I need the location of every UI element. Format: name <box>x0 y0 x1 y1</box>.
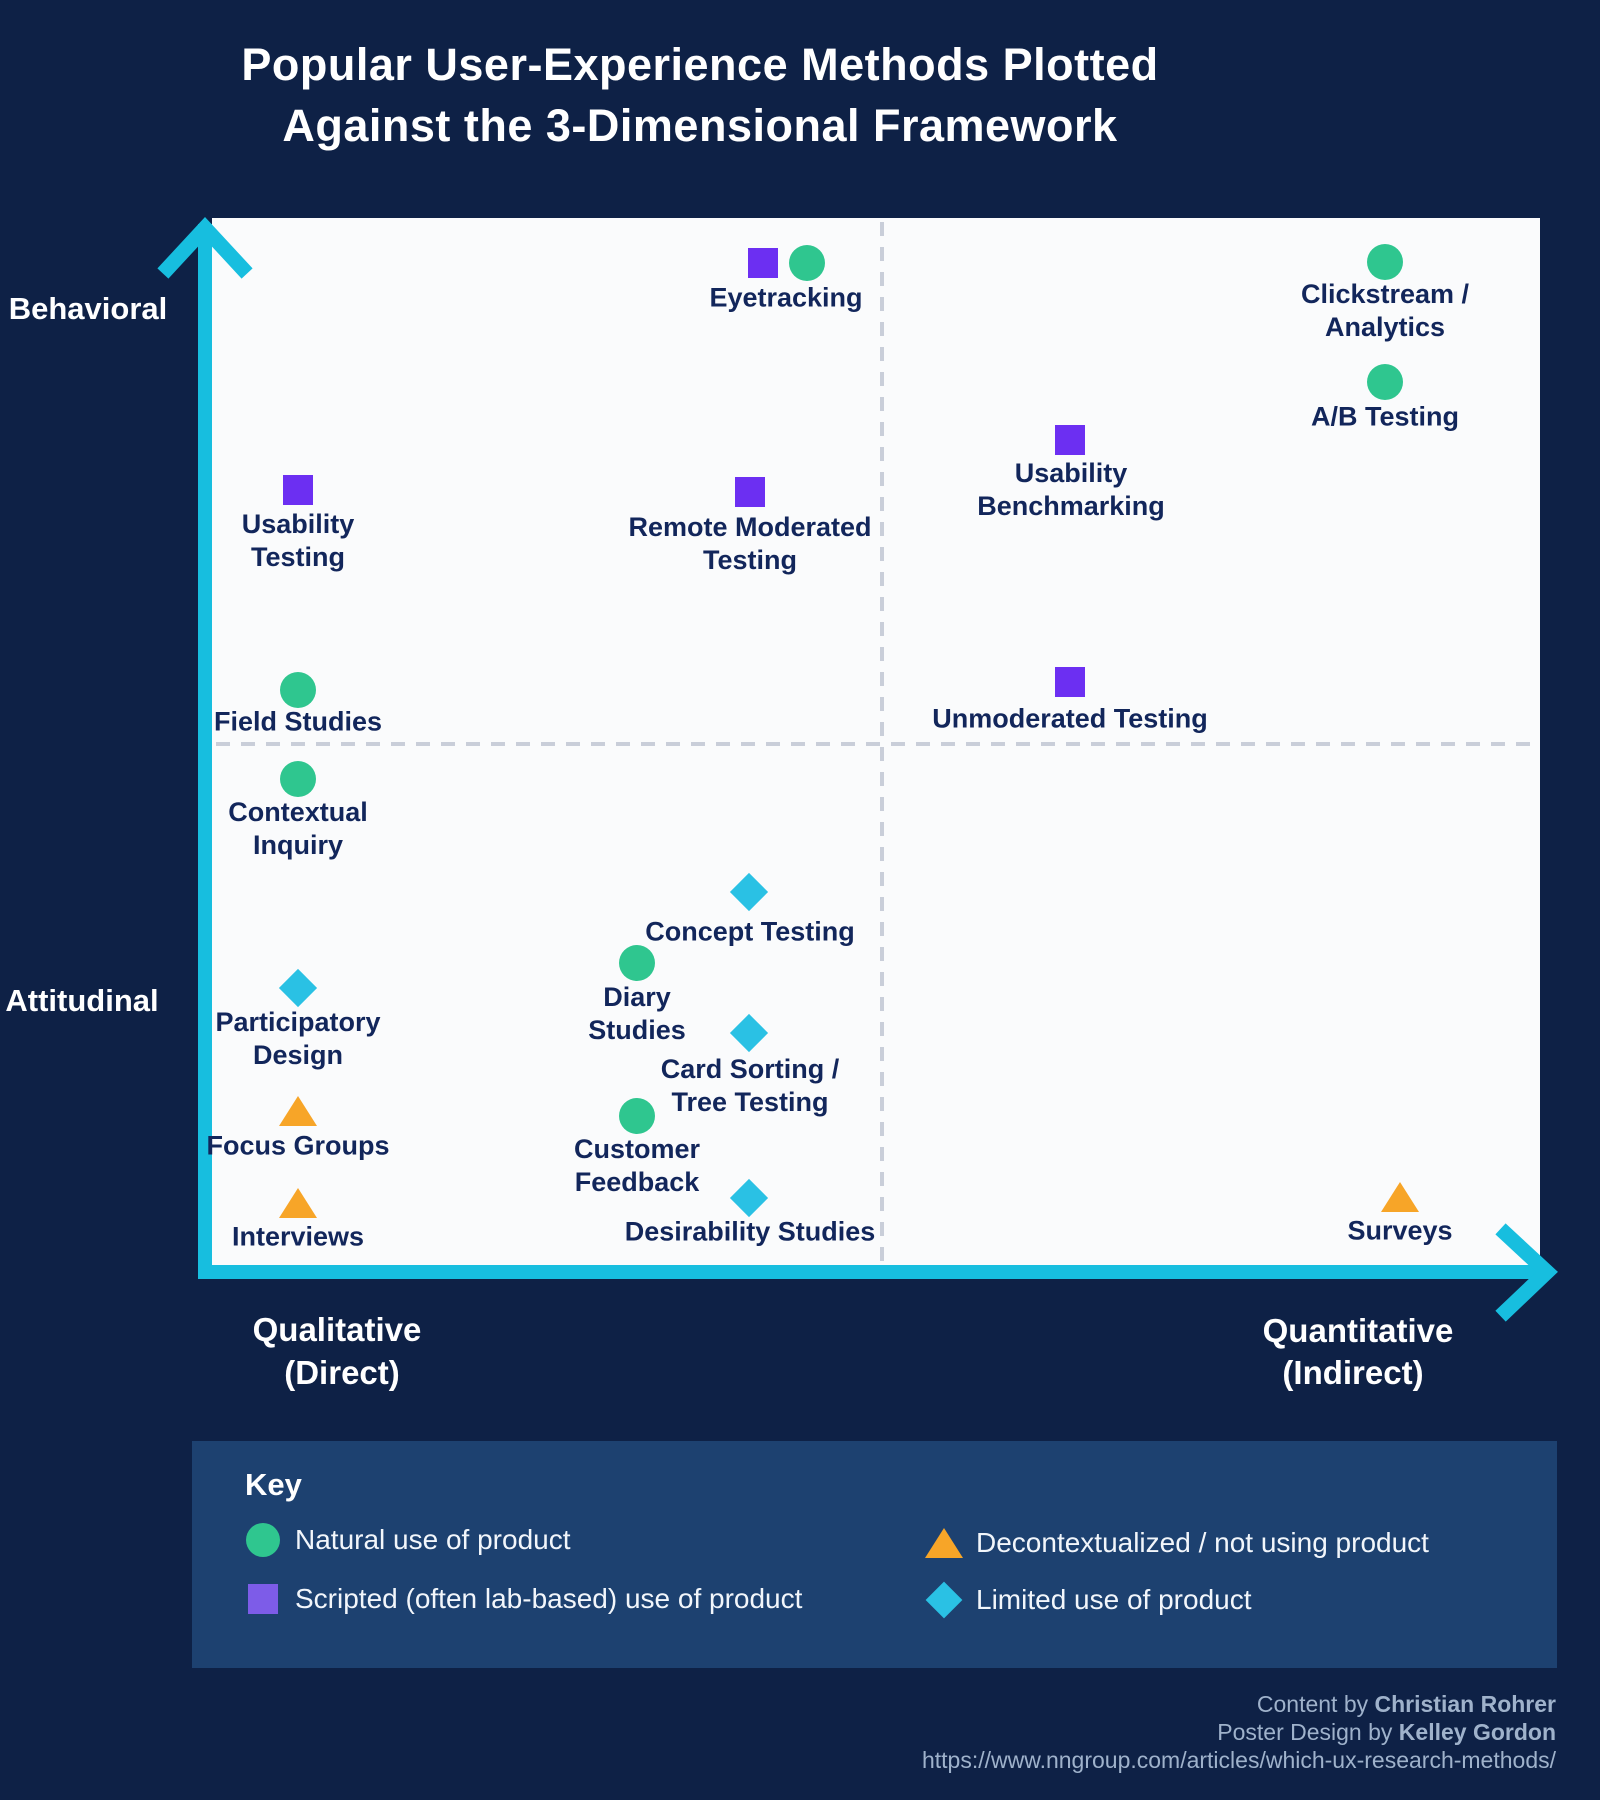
decontextualized-triangle-icon <box>925 1528 963 1558</box>
footer-design-credit: Poster Design by Kelley Gordon <box>1217 1719 1556 1745</box>
circle-marker <box>1367 364 1403 400</box>
limited-use-diamond-icon <box>925 1581 963 1619</box>
method-label: Surveys <box>1347 1215 1453 1246</box>
method-label: Unmoderated Testing <box>932 703 1208 734</box>
square-marker <box>748 248 778 278</box>
natural-use-circle-icon <box>246 1523 280 1557</box>
title-line-1: Popular User-Experience Methods Plotted <box>241 39 1159 90</box>
scripted-use-square-icon <box>248 1584 278 1614</box>
method-label: Interviews <box>231 1221 365 1252</box>
legend-title: Key <box>245 1467 302 1502</box>
legend-item-natural: Natural use of product <box>244 1520 571 1560</box>
circle-marker <box>1367 244 1403 280</box>
square-marker <box>735 477 765 507</box>
x-axis-right-label: Quantitative <box>1262 1312 1454 1349</box>
method-label: Field Studies <box>213 706 383 737</box>
circle-marker <box>280 672 316 708</box>
y-axis-line <box>198 224 212 1279</box>
legend-item-label: Natural use of product <box>295 1524 571 1555</box>
x-axis-left-sublabel: (Direct) <box>284 1354 400 1391</box>
triangle-marker <box>279 1096 317 1126</box>
legend-item-label: Scripted (often lab-based) use of produc… <box>295 1583 803 1614</box>
triangle-marker <box>279 1188 317 1218</box>
x-axis-left-label: Qualitative <box>252 1311 422 1348</box>
legend-item-scripted: Scripted (often lab-based) use of produc… <box>244 1579 802 1619</box>
page-title: Popular User-Experience Methods Plotted … <box>10 34 1390 156</box>
square-marker <box>1055 667 1085 697</box>
legend-item-limited: Limited use of product <box>925 1580 1252 1620</box>
y-axis-bottom-label: Attitudinal <box>5 983 159 1018</box>
x-axis-right-sublabel: (Indirect) <box>1282 1354 1424 1391</box>
legend-item-label: Limited use of product <box>976 1584 1252 1615</box>
x-axis-line <box>198 1265 1538 1279</box>
legend-item-label: Decontextualized / not using product <box>976 1527 1429 1558</box>
method-label: Desirability Studies <box>624 1216 876 1247</box>
method-label: Concept Testing <box>645 916 855 947</box>
method-label: Card Sorting /Tree Testing <box>660 1054 840 1117</box>
circle-marker <box>619 945 655 981</box>
footer-credits: Content by Christian Rohrer Poster Desig… <box>922 1690 1556 1774</box>
triangle-marker <box>1381 1182 1419 1212</box>
circle-marker <box>619 1098 655 1134</box>
footer-url: https://www.nngroup.com/articles/which-u… <box>921 1747 1556 1773</box>
circle-marker <box>789 245 825 281</box>
square-marker <box>1055 425 1085 455</box>
method-label: Clickstream /Analytics <box>1300 279 1470 342</box>
legend-panel: Key <box>192 1441 1557 1668</box>
y-axis-top-label: Behavioral <box>8 291 168 326</box>
footer-content-credit: Content by Christian Rohrer <box>1256 1691 1556 1717</box>
method-label: Eyetracking <box>709 282 863 313</box>
method-label: A/B Testing <box>1311 401 1459 432</box>
legend-item-decontextualized: Decontextualized / not using product <box>925 1523 1429 1563</box>
plot-area <box>212 218 1540 1265</box>
square-marker <box>283 475 313 505</box>
method-label: Focus Groups <box>206 1130 390 1161</box>
title-line-2: Against the 3-Dimensional Framework <box>282 100 1118 151</box>
circle-marker <box>280 761 316 797</box>
